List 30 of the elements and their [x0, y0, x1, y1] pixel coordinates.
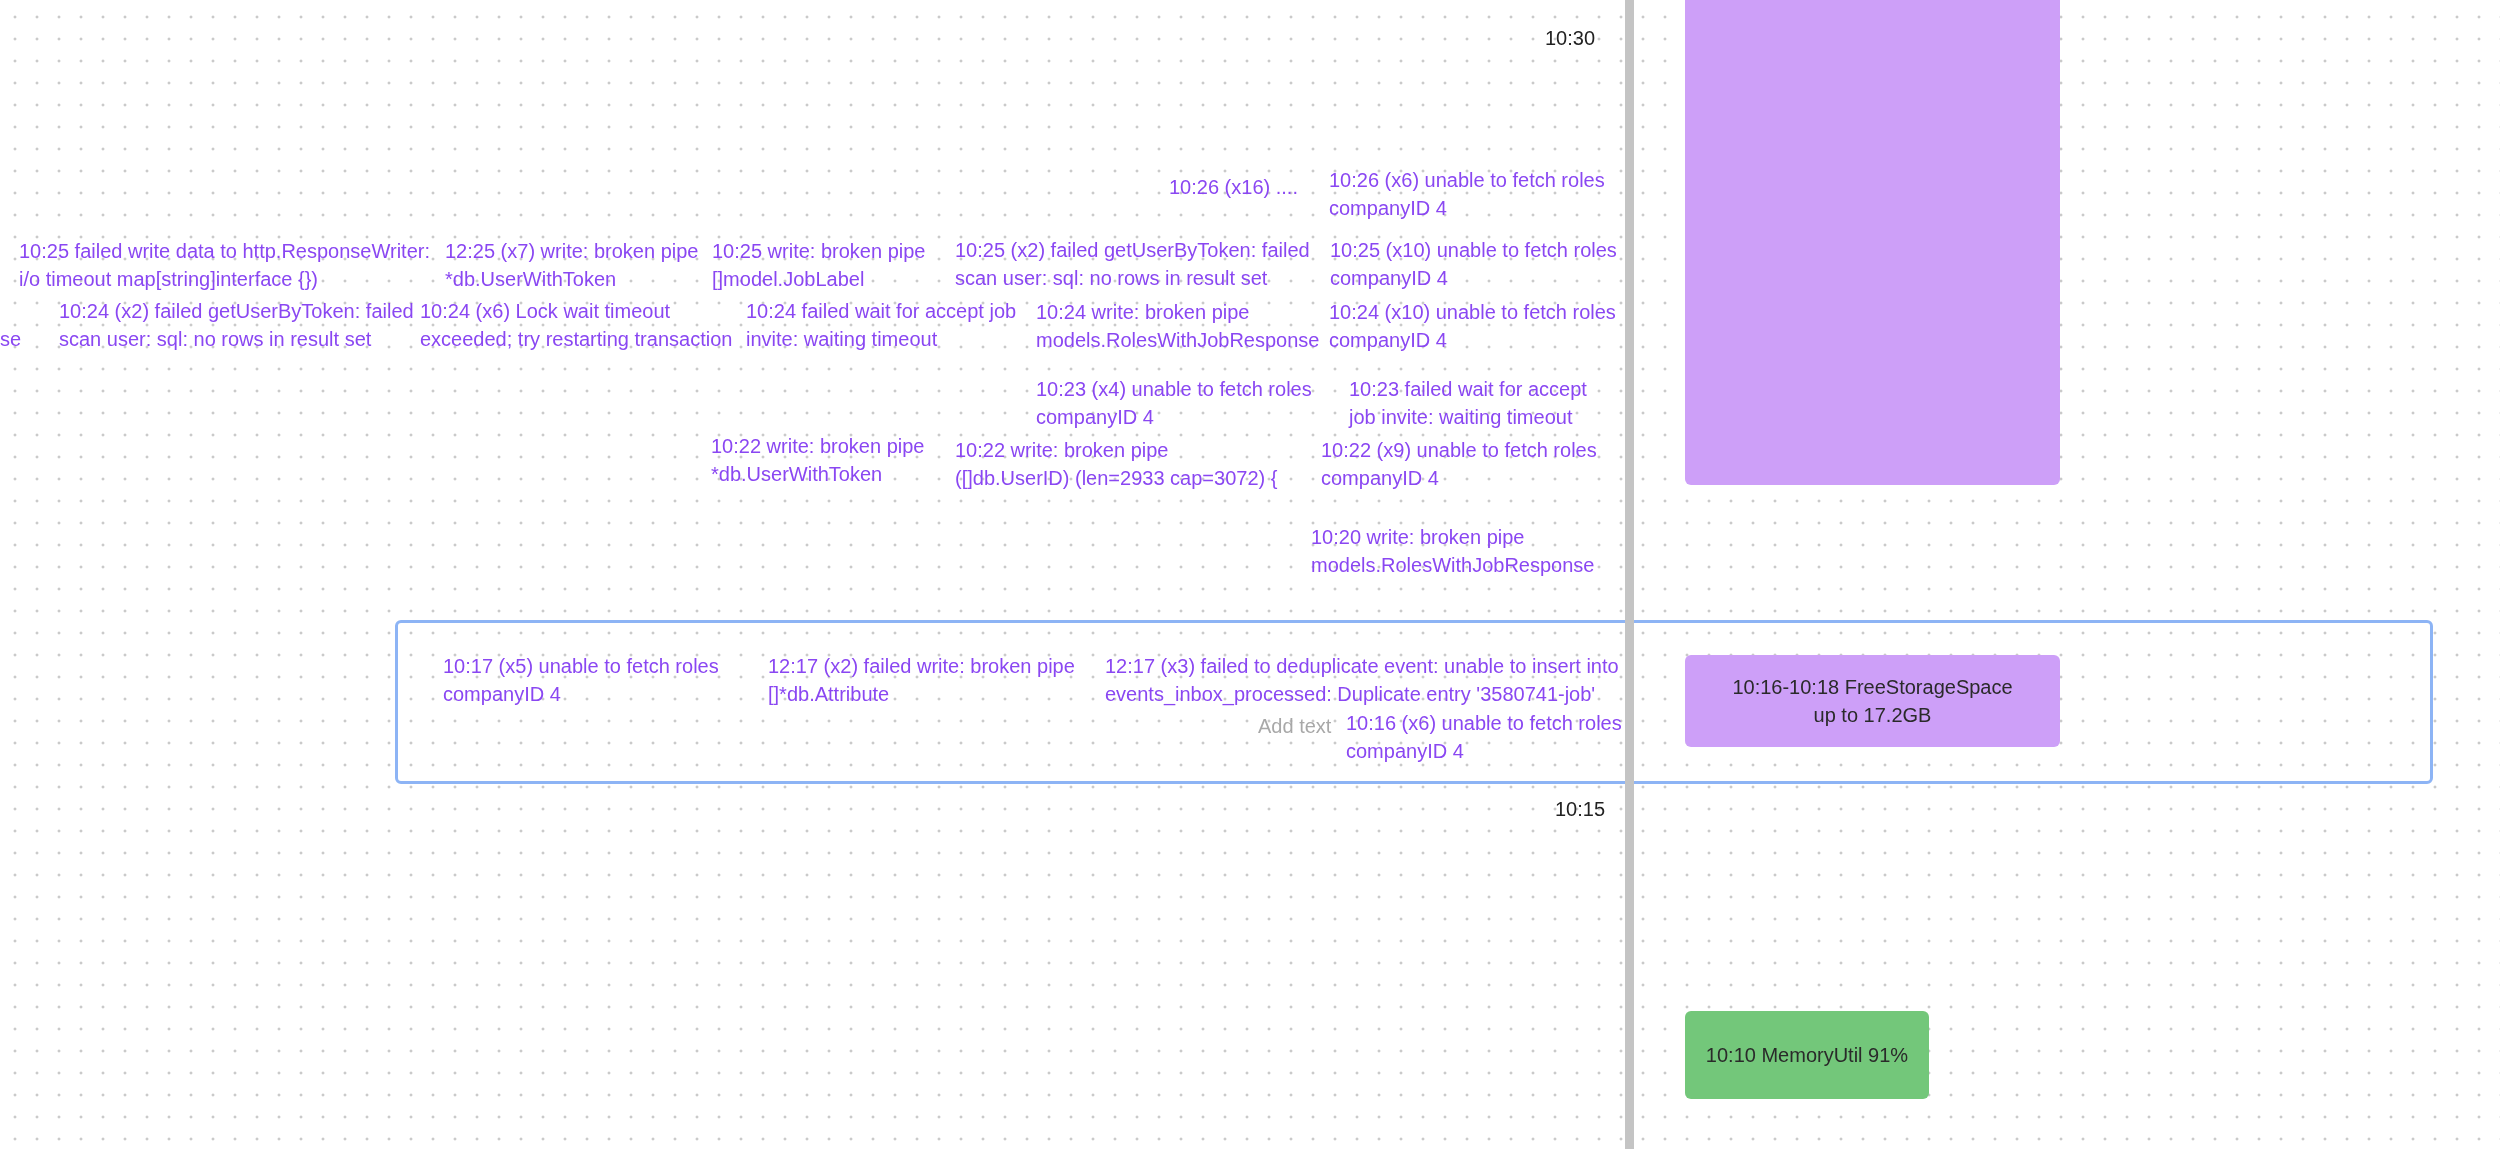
log-entry: 10:24 (x6) Lock wait timeout exceeded; try restarting transaction — [420, 299, 733, 352]
log-entry: se — [0, 327, 22, 352]
selection-frame — [395, 620, 2433, 784]
log-entry: 10:23 (x4) unable to fetch roles companyID 4 — [1036, 377, 1312, 430]
log-entry: 10:24 (x10) unable to fetch roles companyID 4 — [1329, 300, 1616, 353]
log-entry: 10:23 failed wait for accept job invite: waiting timeout — [1349, 377, 1587, 430]
log-entry: 10:24 (x2) failed getUserByToken: failed scan user: sql: no rows in result set — [59, 299, 414, 352]
event-bar — [1685, 0, 2060, 485]
metric-card: 10:16-10:18 FreeStorageSpace up to 17.2GB — [1685, 655, 2060, 747]
log-entry: 10:20 write: broken pipe models.RolesWithJobResponse — [1311, 525, 1595, 578]
metric-card: 10:10 MemoryUtil 91% — [1685, 1011, 1929, 1099]
time-marker: 10:15 — [1555, 797, 1606, 822]
log-entry: 10:25 failed write data to http.ResponseWriter: i/o timeout map[string]interface {}) — [19, 239, 430, 292]
log-entry: 10:25 (x2) failed getUserByToken: failed scan user: sql: no rows in result set — [955, 238, 1310, 291]
log-entry: 12:17 (x3) failed to deduplicate event: unable to insert into events_inbox_processed: Duplicate entry '3580741-job' — [1105, 654, 1619, 708]
placeholder-text: Add text — [1258, 714, 1332, 739]
log-entry: 10:25 (x10) unable to fetch roles companyID 4 — [1330, 238, 1617, 291]
log-entry: 10:26 (x6) unable to fetch roles companyID 4 — [1329, 168, 1605, 221]
log-entry: 12:17 (x2) failed write: broken pipe []*db.Attribute — [768, 654, 1075, 707]
log-entry: 10:24 write: broken pipe models.RolesWithJobResponse — [1036, 300, 1320, 353]
log-entry: 10:22 (x9) unable to fetch roles companyID 4 — [1321, 438, 1597, 491]
log-entry: 12:25 (x7) write: broken pipe *db.UserWithToken — [445, 239, 699, 292]
log-entry: 10:25 write: broken pipe []model.JobLabel — [712, 239, 926, 292]
log-entry: 10:22 write: broken pipe *db.UserWithToken — [711, 434, 925, 487]
log-entry: 10:16 (x6) unable to fetch roles companyID 4 — [1346, 711, 1622, 764]
time-marker: 10:30 — [1545, 26, 1596, 51]
log-entry: 10:22 write: broken pipe ([]db.UserID) (len=2933 cap=3072) { — [955, 438, 1278, 491]
log-entry: 10:26 (x16) .... — [1169, 175, 1298, 200]
log-entry: 10:24 failed wait for accept job invite: waiting timeout — [746, 299, 1017, 352]
log-entry: 10:17 (x5) unable to fetch roles companyID 4 — [443, 654, 719, 707]
